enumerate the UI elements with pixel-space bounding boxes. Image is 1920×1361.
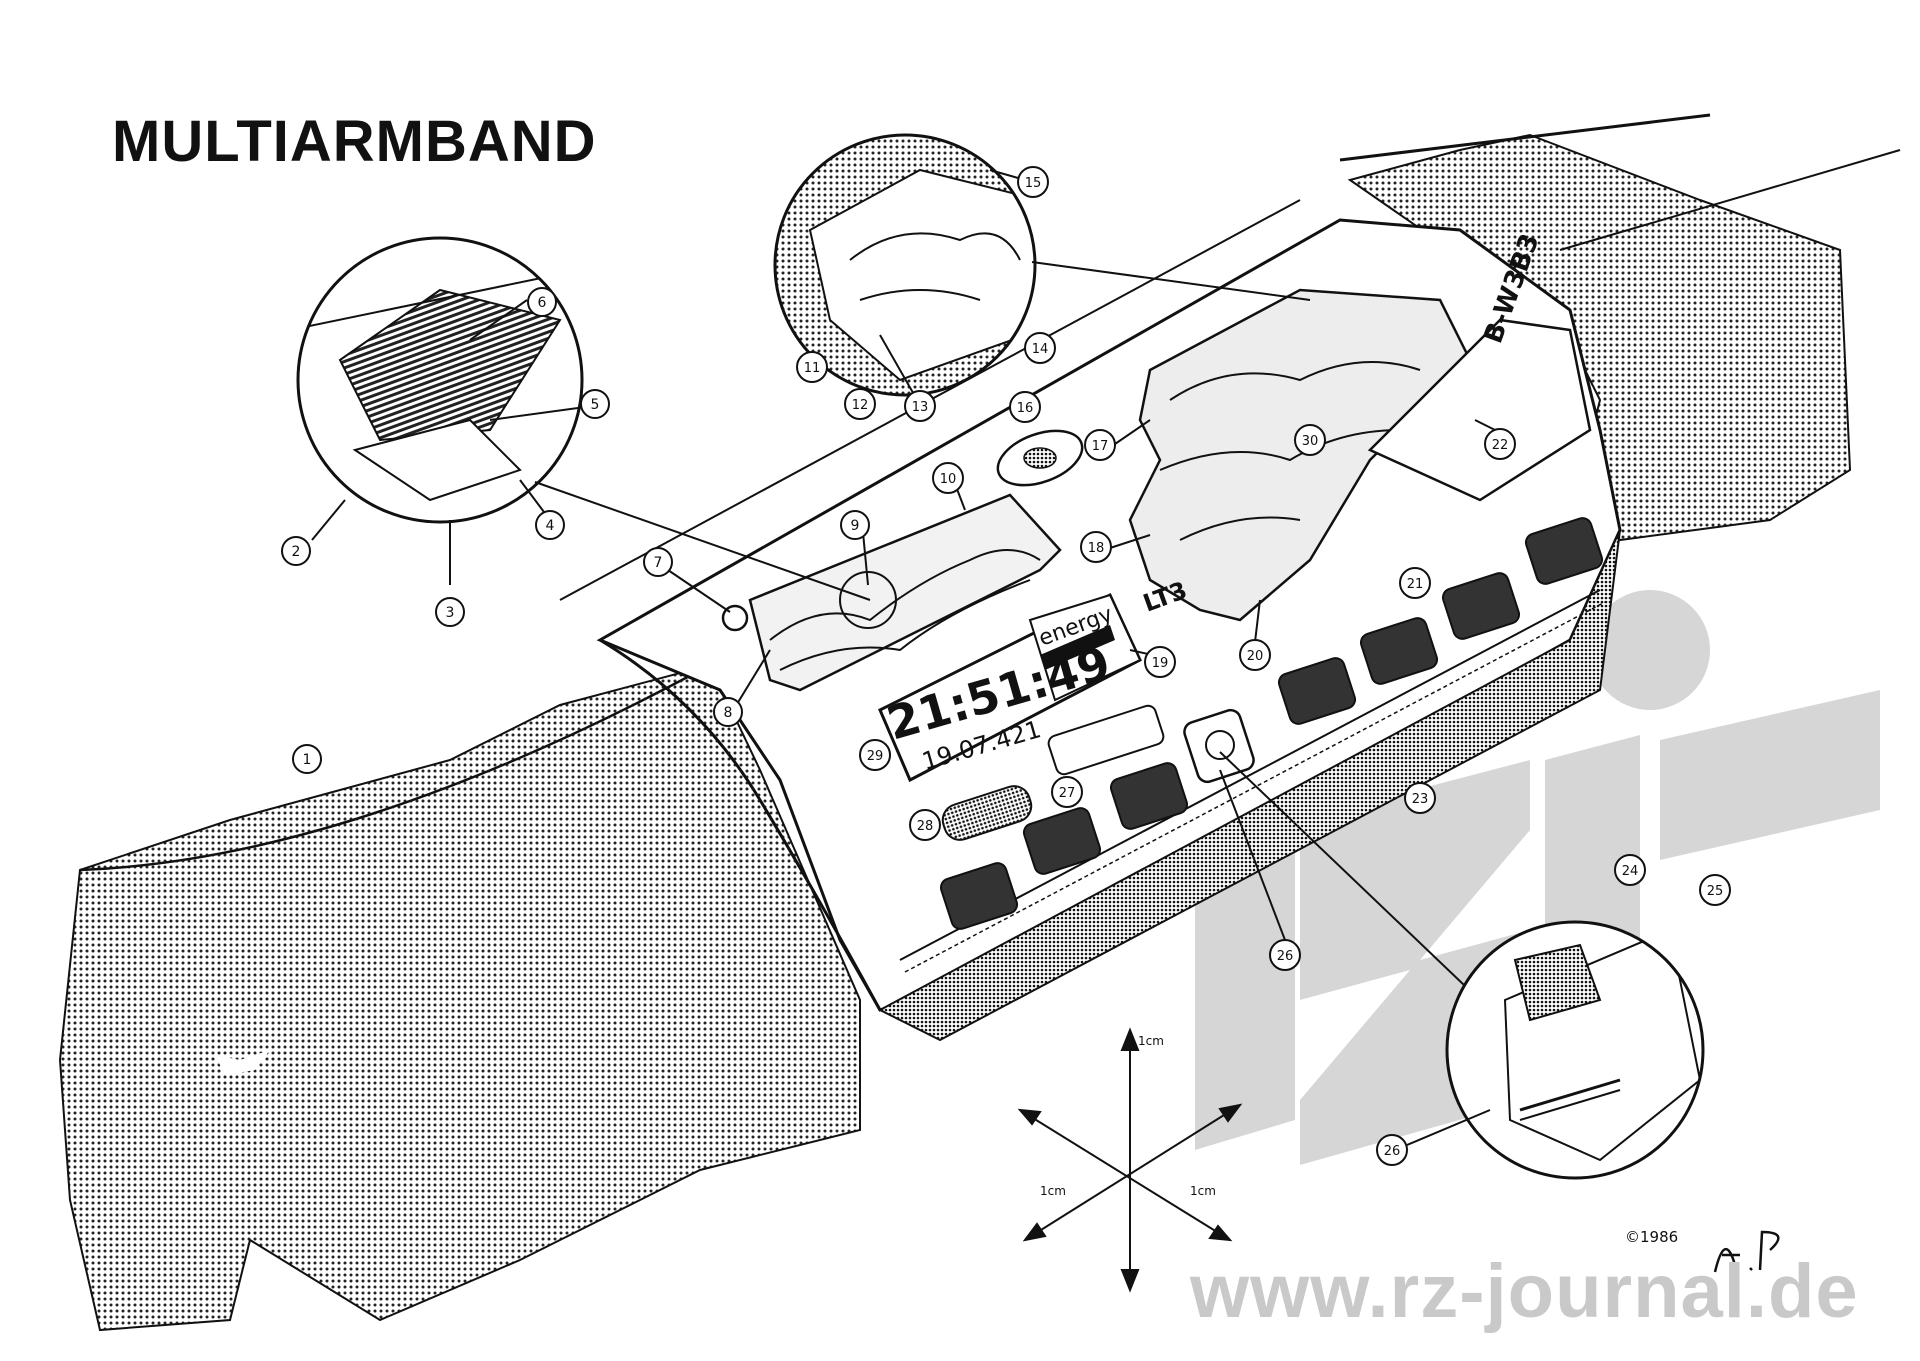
leader-26-b bbox=[1406, 1109, 1491, 1146]
callout-11: 11 bbox=[796, 351, 828, 383]
connector-port bbox=[1183, 708, 1255, 784]
callout-30: 30 bbox=[1294, 424, 1326, 456]
callout-4: 4 bbox=[535, 510, 565, 540]
svg-text:17: 17 bbox=[1092, 439, 1109, 454]
detail-circle-bottom bbox=[1219, 751, 1705, 1180]
speaker-grille bbox=[941, 785, 1033, 841]
callout-27: 27 bbox=[1051, 776, 1083, 808]
detail-circle-left bbox=[296, 236, 871, 601]
callout-14: 14 bbox=[1024, 332, 1056, 364]
svg-text:9: 9 bbox=[851, 518, 860, 534]
svg-text:7: 7 bbox=[654, 555, 663, 571]
svg-text:18: 18 bbox=[1088, 541, 1105, 556]
slot-27 bbox=[1047, 704, 1165, 776]
svg-text:2: 2 bbox=[292, 544, 301, 560]
svg-text:14: 14 bbox=[1032, 342, 1049, 357]
callout-26-a: 26 bbox=[1269, 939, 1301, 971]
callout-25: 25 bbox=[1699, 874, 1731, 906]
scale-label-up: 1cm bbox=[1138, 1034, 1164, 1048]
callout-7: 7 bbox=[643, 547, 673, 577]
callout-26-b: 26 bbox=[1376, 1134, 1408, 1166]
svg-text:19: 19 bbox=[1152, 656, 1169, 671]
svg-text:11: 11 bbox=[804, 361, 821, 376]
detail-circle-top bbox=[773, 133, 1311, 397]
callout-10: 10 bbox=[932, 462, 964, 494]
callout-16: 16 bbox=[1009, 391, 1041, 423]
svg-text:6: 6 bbox=[538, 295, 547, 311]
svg-text:3: 3 bbox=[446, 605, 455, 621]
svg-text:27: 27 bbox=[1059, 786, 1076, 801]
callout-6: 6 bbox=[527, 287, 557, 317]
svg-text:16: 16 bbox=[1017, 401, 1034, 416]
svg-text:26: 26 bbox=[1277, 949, 1294, 964]
svg-text:10: 10 bbox=[940, 472, 957, 487]
callout-8: 8 bbox=[713, 697, 743, 727]
callout-12: 12 bbox=[844, 388, 876, 420]
svg-text:25: 25 bbox=[1707, 884, 1724, 899]
button-row bbox=[939, 517, 1604, 930]
callout-5: 5 bbox=[580, 389, 610, 419]
svg-text:28: 28 bbox=[917, 819, 934, 834]
svg-text:30: 30 bbox=[1302, 434, 1319, 449]
callout-22: 22 bbox=[1484, 428, 1516, 460]
copyright-note: ©1986 bbox=[1625, 1228, 1679, 1246]
svg-text:13: 13 bbox=[912, 400, 929, 415]
callout-24: 24 bbox=[1614, 854, 1646, 886]
scale-label-left: 1cm bbox=[1040, 1184, 1066, 1198]
callout-29: 29 bbox=[859, 739, 891, 771]
scale-axes bbox=[1017, 1027, 1243, 1293]
leader-26-a bbox=[1219, 769, 1286, 941]
callout-20: 20 bbox=[1239, 639, 1271, 671]
callout-9: 9 bbox=[840, 510, 870, 540]
svg-text:15: 15 bbox=[1025, 176, 1042, 191]
callout-18: 18 bbox=[1080, 531, 1112, 563]
svg-text:26: 26 bbox=[1384, 1144, 1401, 1159]
svg-text:5: 5 bbox=[591, 397, 600, 413]
callout-21: 21 bbox=[1399, 567, 1431, 599]
svg-text:8: 8 bbox=[724, 705, 733, 721]
svg-text:20: 20 bbox=[1247, 649, 1264, 664]
callout-2: 2 bbox=[281, 536, 311, 566]
svg-text:29: 29 bbox=[867, 749, 884, 764]
svg-text:22: 22 bbox=[1492, 438, 1509, 453]
sensor-dome bbox=[996, 429, 1084, 487]
callout-3: 3 bbox=[435, 597, 465, 627]
callout-15: 15 bbox=[1017, 166, 1049, 198]
callout-28: 28 bbox=[909, 809, 941, 841]
svg-text:24: 24 bbox=[1622, 864, 1639, 879]
callout-17: 17 bbox=[1084, 429, 1116, 461]
scale-label-right: 1cm bbox=[1190, 1184, 1216, 1198]
circuit-panel-top bbox=[1128, 288, 1472, 622]
callout-1: 1 bbox=[292, 744, 322, 774]
callout-23: 23 bbox=[1404, 782, 1436, 814]
svg-text:1: 1 bbox=[303, 752, 312, 768]
watermark-url: www.rz-journal.de bbox=[1190, 1249, 1859, 1334]
svg-text:23: 23 bbox=[1412, 792, 1429, 807]
upper-arm bbox=[1339, 113, 1901, 542]
svg-text:21: 21 bbox=[1407, 577, 1424, 592]
signature-mark bbox=[1713, 1230, 1780, 1273]
svg-text:4: 4 bbox=[546, 518, 555, 534]
circuit-panel-front bbox=[748, 493, 1062, 692]
svg-text:12: 12 bbox=[852, 398, 869, 413]
page-title: MULTIARMBAND bbox=[112, 109, 597, 174]
right-panel bbox=[1367, 318, 1592, 502]
forearm bbox=[58, 663, 861, 1332]
display-unit bbox=[878, 592, 1142, 783]
callout-13: 13 bbox=[904, 390, 936, 422]
callout-19: 19 bbox=[1144, 646, 1176, 678]
